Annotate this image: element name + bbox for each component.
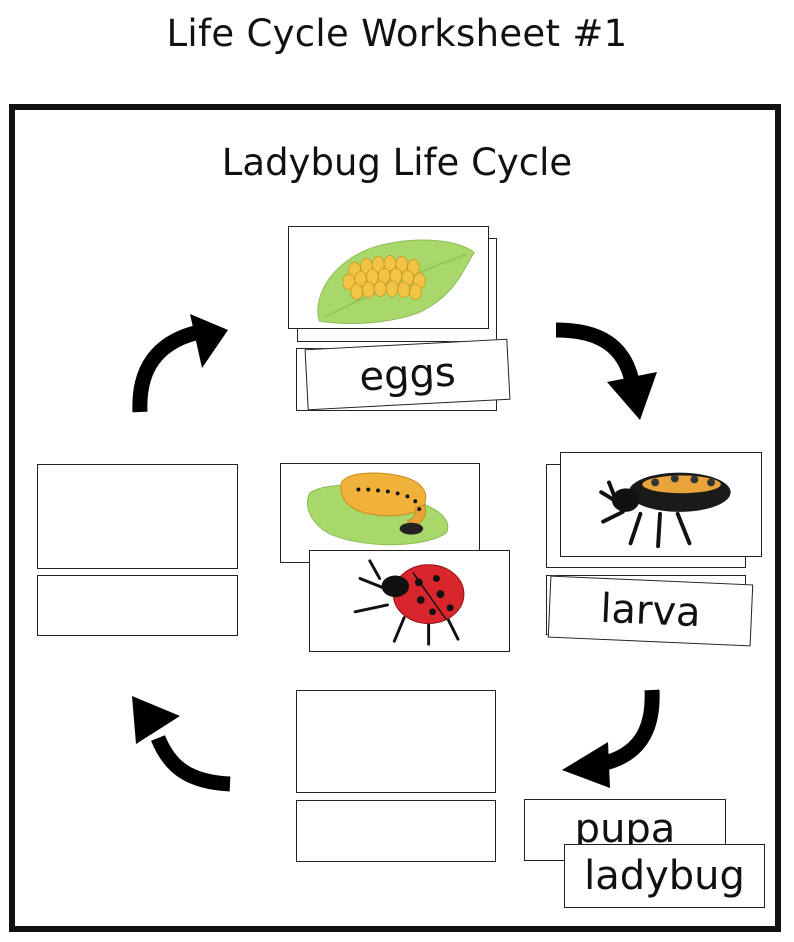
pupa-picture-card[interactable] [280,463,480,563]
larva-picture [599,472,731,549]
eggs-picture-card[interactable] [288,226,489,329]
larva-label-card[interactable]: larva [547,575,754,647]
larva-picture-card[interactable] [560,452,762,557]
eggs-label-card[interactable]: eggs [304,338,511,411]
bottom-label-slot[interactable] [296,800,496,862]
eggs-on-leaf-picture [317,239,475,324]
arrow-down-left-icon [562,689,660,788]
arrow-up-right-icon [132,314,228,413]
ladybug-picture-card[interactable] [309,550,510,652]
arrow-up-left-icon [132,696,231,792]
left-picture-slot[interactable] [37,464,238,569]
ladybug-label-card[interactable]: ladybug [564,844,765,908]
diagram-title: Ladybug Life Cycle [221,141,573,184]
left-label-slot[interactable] [37,575,238,636]
diagram-frame [9,104,781,932]
pupa-on-leaf-picture [307,472,449,546]
arrow-down-right-icon [555,322,657,420]
bottom-picture-slot[interactable] [296,690,496,793]
ladybug-picture [353,559,465,646]
worksheet-title: Life Cycle Worksheet #1 [166,12,628,55]
